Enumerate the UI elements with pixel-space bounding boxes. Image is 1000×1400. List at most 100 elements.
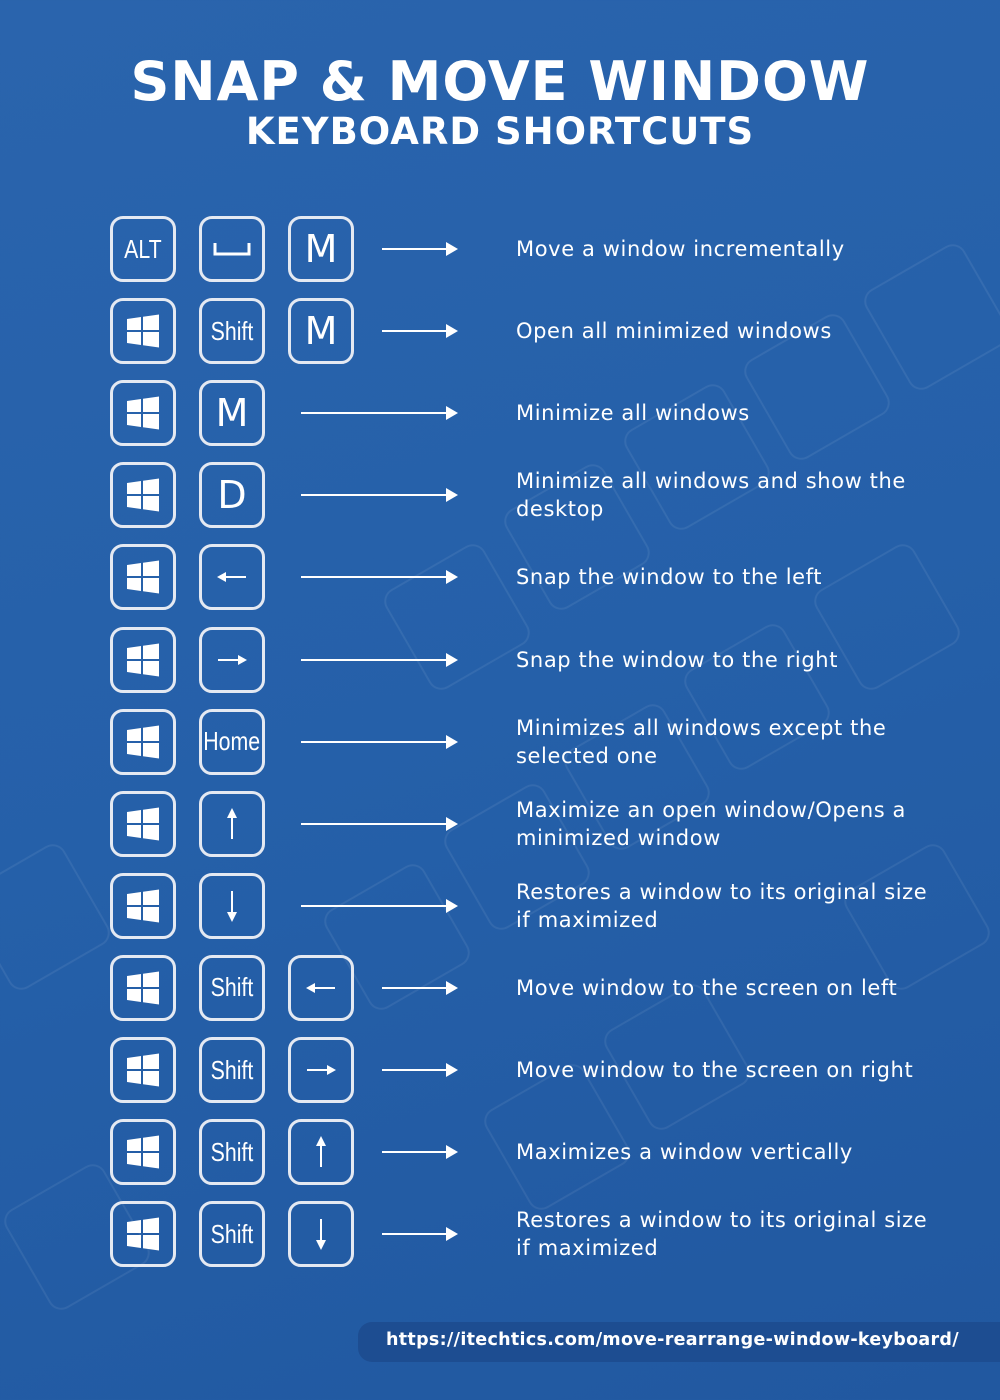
- key-arrow-up: [199, 790, 265, 857]
- key-shift: Shift: [199, 1119, 265, 1186]
- key-label: ALT: [124, 233, 162, 264]
- key-windows-logo: [110, 872, 176, 939]
- windows-logo-icon: [126, 1135, 160, 1169]
- shortcut-row: Shift Restores a window to its original s…: [0, 1201, 1000, 1268]
- key-windows-logo: [110, 708, 176, 775]
- key-shift: Shift: [199, 1037, 265, 1103]
- arrow-icon: [301, 570, 458, 585]
- shortcut-row: Shift Move window to the screen on right: [0, 1037, 1000, 1103]
- key-windows-logo: [110, 462, 176, 529]
- key-windows-logo: [110, 626, 176, 693]
- shortcut-row: Snap the window to the right: [0, 626, 1000, 693]
- shortcut-description: Snap the window to the right: [516, 647, 839, 672]
- shortcut-description: Restores a window to its original size i…: [516, 879, 928, 932]
- key-label: M: [304, 227, 338, 271]
- shortcut-row: Shift Move window to the screen on left: [0, 954, 1000, 1021]
- shortcut-description: Move a window incrementally: [516, 237, 845, 261]
- shortcut-description: Maximize an open window/Opens a minimize…: [516, 797, 907, 850]
- key-shift: Shift: [199, 1201, 265, 1268]
- key-arrow-down: [288, 1201, 354, 1268]
- arrow-icon: [301, 734, 458, 749]
- source-url[interactable]: https://itechtics.com/move-rearrange-win…: [386, 1330, 959, 1350]
- key-windows-logo: [110, 954, 176, 1021]
- shortcut-description: Minimizes all windows except the selecte…: [516, 715, 887, 768]
- arrow-icon: [301, 898, 458, 913]
- page-title: SNAP & MOVE WINDOW: [130, 50, 870, 113]
- arrow-icon: [301, 652, 458, 667]
- key-windows-logo: [110, 790, 176, 857]
- key-shift: Shift: [199, 954, 265, 1021]
- shortcut-description: Minimize all windows: [516, 401, 750, 426]
- key-label: Shift: [210, 315, 254, 346]
- key-windows-logo: [110, 1037, 176, 1103]
- windows-logo-icon: [126, 725, 160, 759]
- arrow-down-icon: [314, 1217, 328, 1251]
- key-arrow-down: [199, 872, 265, 939]
- key-windows-logo: [110, 544, 176, 611]
- shortcut-row: Snap the window to the left: [0, 544, 1000, 611]
- key-label: Shift: [210, 972, 254, 1003]
- page-subtitle: KEYBOARD SHORTCUTS: [245, 110, 755, 153]
- shortcut-description: Open all minimized windows: [516, 319, 832, 344]
- windows-logo-icon: [126, 971, 160, 1005]
- key-arrow-right: [199, 626, 265, 693]
- shortcut-row: Maximize an open window/Opens a minimize…: [0, 790, 1000, 857]
- windows-logo-icon: [126, 1053, 160, 1087]
- shortcut-description: Minimize all windows and show the deskto…: [516, 469, 906, 522]
- key-arrow-left: [288, 954, 354, 1021]
- windows-logo-icon: [126, 889, 160, 923]
- windows-logo-icon: [126, 560, 160, 594]
- arrow-up-icon: [314, 1135, 328, 1169]
- key-windows-logo: [110, 1119, 176, 1186]
- arrow-icon: [382, 1063, 458, 1077]
- arrow-icon: [301, 816, 458, 831]
- shortcut-description: Move window to the screen on right: [516, 1058, 914, 1082]
- key-m: M: [288, 216, 354, 282]
- shortcut-description: Snap the window to the left: [516, 565, 823, 590]
- arrow-icon: [382, 1145, 458, 1160]
- arrow-icon: [382, 980, 458, 995]
- arrow-icon: [301, 406, 458, 421]
- arrow-icon: [382, 324, 458, 339]
- arrow-left-icon: [305, 981, 337, 995]
- key-windows-logo: [110, 298, 176, 365]
- key-shift: Shift: [199, 298, 265, 365]
- arrow-icon: [382, 242, 458, 256]
- arrow-right-icon: [216, 653, 248, 667]
- url-bar: https://itechtics.com/move-rearrange-win…: [358, 1322, 1000, 1362]
- key-label: Shift: [210, 1136, 254, 1167]
- shortcut-row: Restores a window to its original size i…: [0, 872, 1000, 939]
- shortcut-row: M Minimize all windows: [0, 380, 1000, 447]
- key-arrow-right: [288, 1037, 354, 1103]
- key-arrow-left: [199, 544, 265, 611]
- shortcut-description: Restores a window to its original size i…: [516, 1208, 928, 1261]
- key-windows-logo: [110, 1201, 176, 1268]
- windows-logo-icon: [126, 807, 160, 841]
- arrow-icon: [382, 1227, 458, 1242]
- shortcut-row: Shift Maximizes a window vertically: [0, 1119, 1000, 1186]
- shortcut-row: ALT M Move a window incrementally: [0, 216, 1000, 282]
- key-arrow-up: [288, 1119, 354, 1186]
- shortcut-row: D Minimize all windows and show the deskt…: [0, 462, 1000, 529]
- windows-logo-icon: [126, 314, 160, 348]
- key-label: M: [215, 391, 249, 436]
- shortcut-description: Maximizes a window vertically: [516, 1140, 853, 1165]
- key-m: M: [288, 298, 354, 365]
- arrow-icon: [301, 488, 458, 503]
- key-space-bar: [199, 216, 265, 282]
- windows-logo-icon: [126, 478, 160, 512]
- arrow-left-icon: [216, 570, 248, 584]
- windows-logo-icon: [126, 643, 160, 677]
- key-label: M: [304, 309, 338, 354]
- shortcut-row: Shift M Open all minimized windows: [0, 298, 1000, 365]
- key-alt: ALT: [110, 216, 176, 282]
- key-m: M: [199, 380, 265, 447]
- key-label: Home: [203, 726, 261, 757]
- arrow-up-icon: [225, 807, 239, 841]
- key-label: Shift: [210, 1054, 254, 1085]
- key-windows-logo: [110, 380, 176, 447]
- key-d: D: [199, 462, 265, 529]
- shortcut-description: Move window to the screen on left: [516, 975, 898, 1000]
- windows-logo-icon: [126, 396, 160, 430]
- shortcut-row: Home Minimizes all windows except the sel…: [0, 708, 1000, 775]
